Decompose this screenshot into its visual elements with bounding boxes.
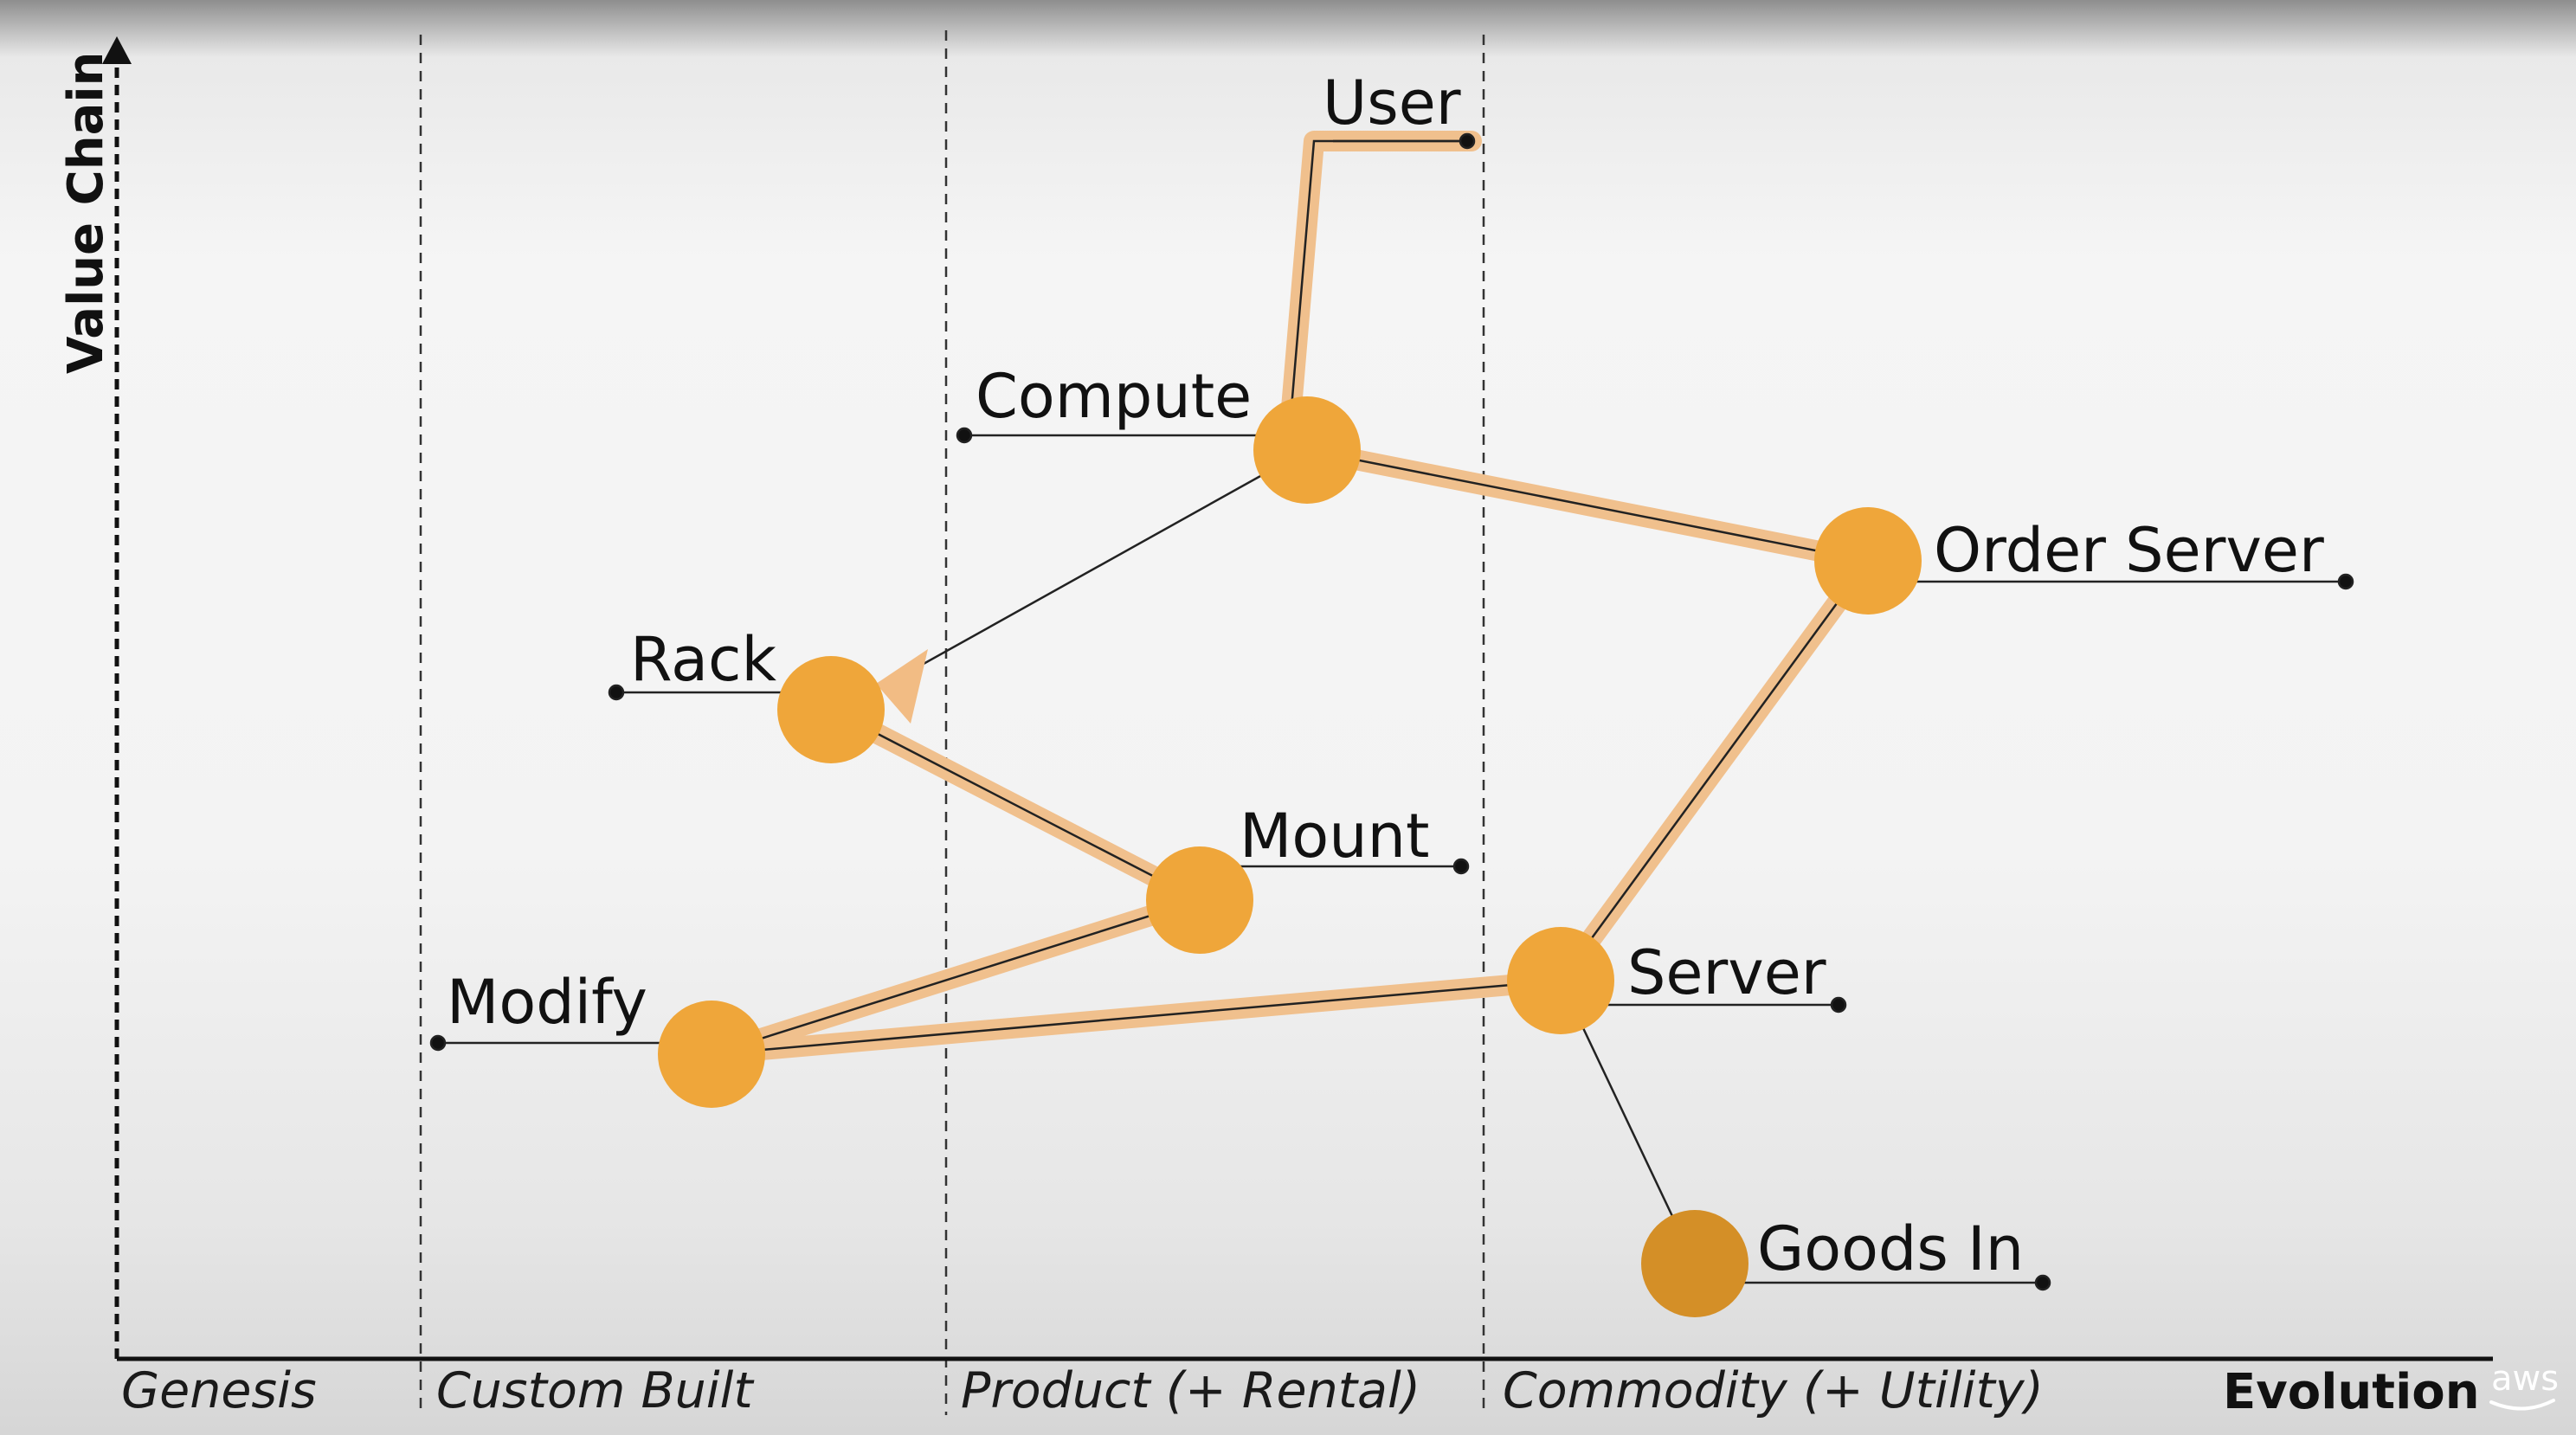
stage-label-product: Product (+ Rental) <box>961 1362 1420 1419</box>
highlight-user-compute <box>1279 131 1482 439</box>
node-order-server[interactable] <box>1814 507 1922 615</box>
stage-label-genesis: Genesis <box>121 1362 317 1419</box>
x-axis-title: Evolution <box>2223 1364 2480 1420</box>
evolution-arrow-icon <box>876 649 928 724</box>
label-mount: Mount <box>1240 801 1429 872</box>
node-modify[interactable] <box>658 1001 765 1108</box>
label-order-server: Order Server <box>1934 515 2324 586</box>
label-user: User <box>1323 68 1461 138</box>
node-rack[interactable] <box>777 656 885 763</box>
component-nodes <box>658 396 1922 1317</box>
link-mount-rack <box>830 708 1201 902</box>
node-goods-in[interactable] <box>1641 1210 1748 1317</box>
node-server[interactable] <box>1507 927 1614 1034</box>
dot-compute <box>956 427 973 444</box>
label-rack: Rack <box>630 624 776 695</box>
label-goods-in: Goods In <box>1757 1213 2024 1284</box>
label-compute: Compute <box>976 361 1252 432</box>
node-mount[interactable] <box>1146 846 1253 954</box>
link-compute-order-server <box>1306 448 1869 563</box>
dot-rack <box>608 684 625 701</box>
highlight-path <box>701 131 1878 1065</box>
dot-order-server <box>2337 573 2354 590</box>
dot-server <box>1830 996 1847 1014</box>
link-order-server-server <box>1559 560 1870 981</box>
aws-smile-icon <box>2489 1399 2555 1411</box>
dot-user <box>1459 132 1476 150</box>
stage-label-custom-built: Custom Built <box>436 1362 755 1419</box>
stage-label-commodity: Commodity (+ Utility) <box>1503 1362 2044 1419</box>
node-compute[interactable] <box>1253 396 1361 504</box>
label-underlines <box>429 132 2354 1291</box>
label-server: Server <box>1627 937 1826 1008</box>
dot-mount <box>1452 858 1470 875</box>
stage-dividers <box>419 30 1485 1415</box>
link-modify-mount <box>711 898 1201 1056</box>
aws-logo: aws <box>2489 1359 2559 1411</box>
aws-logo-text: aws <box>2491 1359 2559 1399</box>
link-compute-rack <box>899 448 1308 679</box>
label-modify: Modify <box>447 967 647 1038</box>
dot-goods-in <box>2034 1274 2051 1291</box>
link-server-modify <box>711 979 1562 1056</box>
dot-modify <box>429 1034 447 1052</box>
stage-labels: Genesis Custom Built Product (+ Rental) … <box>121 1362 2044 1419</box>
y-axis-arrow <box>102 36 132 64</box>
component-labels: User Compute Order Server Rack Mount Mod… <box>447 68 2324 1284</box>
y-axis-title: Value Chain <box>58 52 114 374</box>
